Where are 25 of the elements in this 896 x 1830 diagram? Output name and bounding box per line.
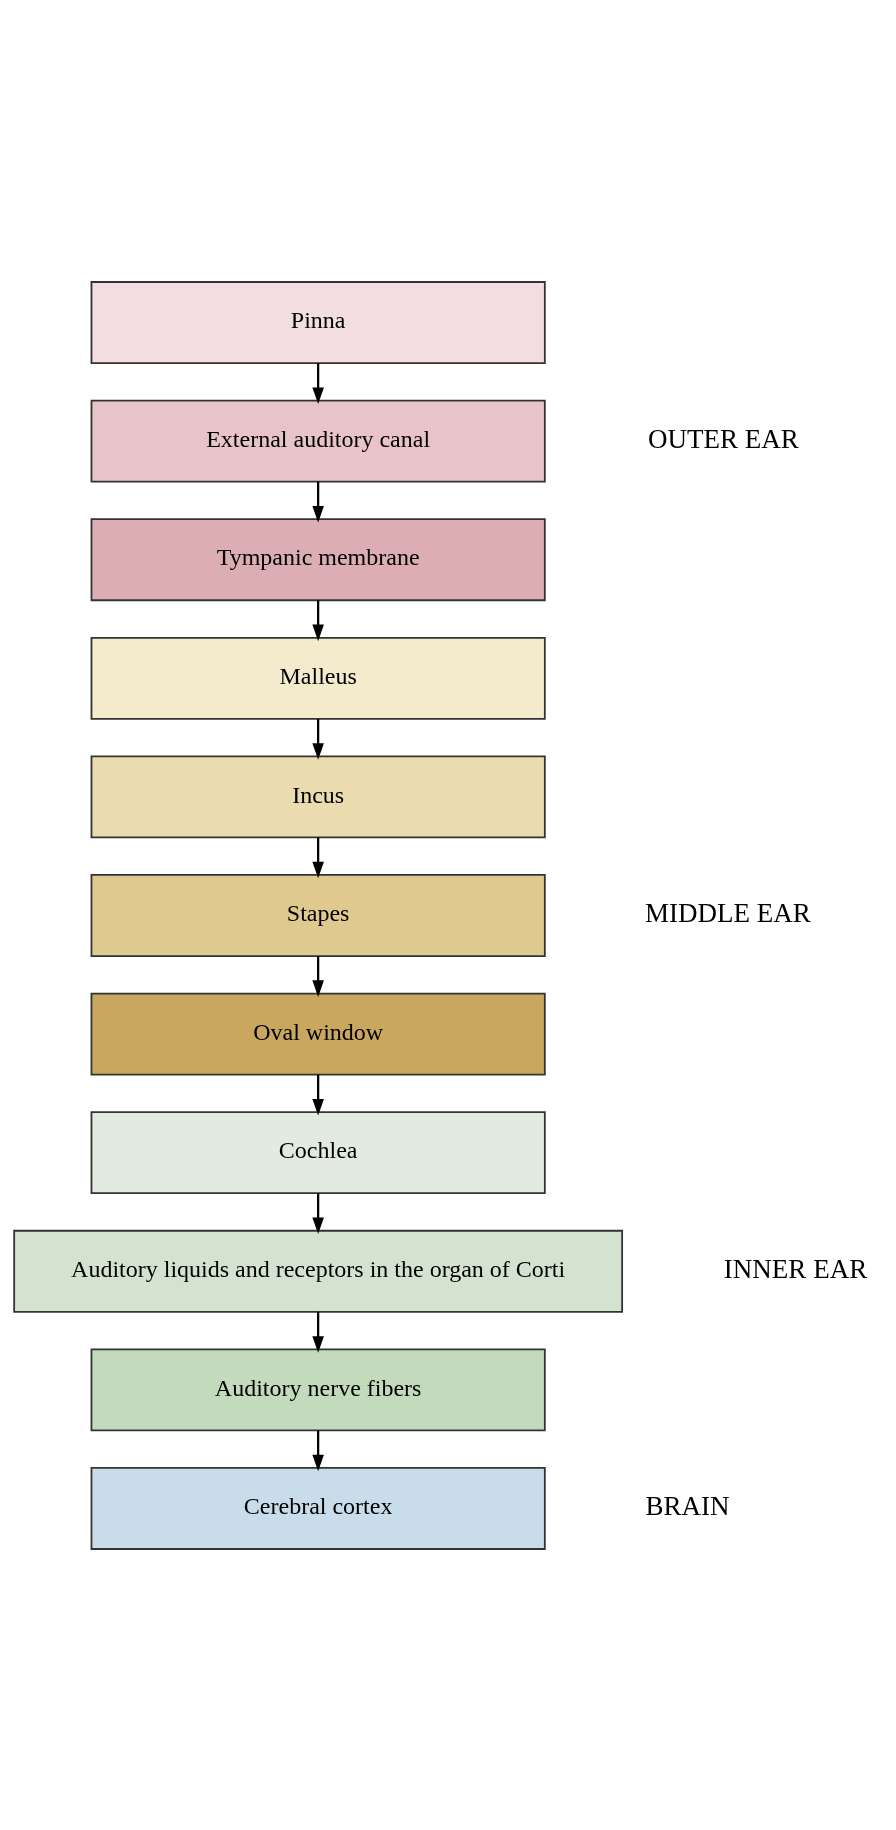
arrow xyxy=(312,362,324,404)
label: OUTER EAR xyxy=(648,423,799,454)
node-box: Oval window xyxy=(90,992,546,1075)
arrow xyxy=(312,481,324,523)
node-box: Cochlea xyxy=(90,1110,546,1194)
node-box: Pinna xyxy=(90,280,546,364)
label: INNER EAR xyxy=(723,1253,868,1284)
node-box: Incus xyxy=(90,755,546,838)
label: BRAIN xyxy=(645,1490,730,1521)
arrow xyxy=(312,718,324,760)
node-box: Malleus xyxy=(90,636,546,720)
label: MIDDLE EAR xyxy=(645,897,811,928)
arrow xyxy=(312,599,324,641)
arrow xyxy=(312,837,324,878)
node-box: Auditory liquids and receptors in the organ of Corti xyxy=(13,1229,624,1313)
node-box: External auditory canal xyxy=(90,399,546,483)
arrow xyxy=(312,1430,324,1471)
arrow xyxy=(312,1074,324,1115)
node-box: Auditory nerve fibers xyxy=(90,1347,546,1431)
arrow xyxy=(312,1192,324,1234)
node-box: Stapes xyxy=(90,873,546,957)
node-box: Cerebral cortex xyxy=(90,1466,546,1550)
node-box: Tympanic membrane xyxy=(90,517,546,601)
arrow xyxy=(312,1311,324,1353)
arrow xyxy=(312,955,324,997)
